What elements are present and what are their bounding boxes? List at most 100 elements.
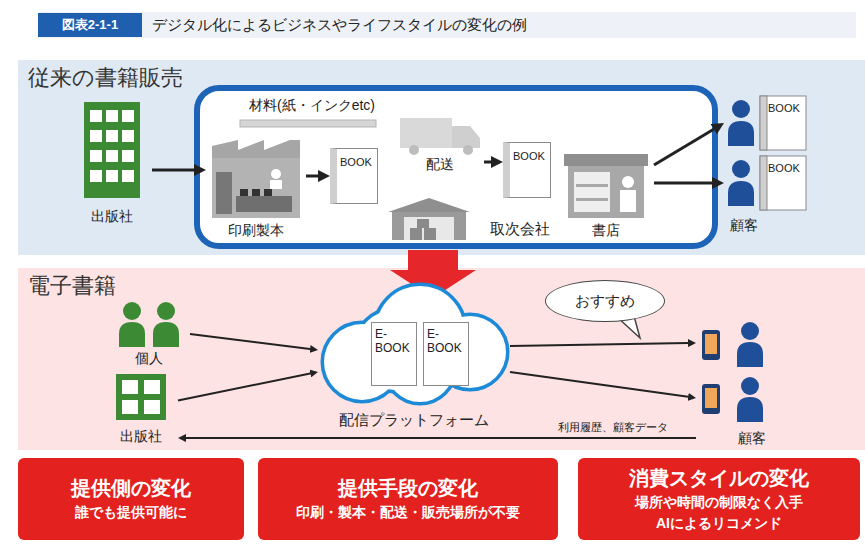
bookstore-icon bbox=[564, 154, 648, 218]
publisher-building bbox=[122, 170, 134, 182]
publisher-building bbox=[144, 400, 160, 414]
section-band: 電子書籍個人出版社配信プラットフォームE- BOOKE- BOOKおすすめ顧客 bbox=[18, 268, 865, 450]
section-band: 従来の書籍販売出版社材料(紙・インクetc)印刷製本BOOK配送BOOK取次会社… bbox=[18, 60, 865, 255]
smartphone-icon bbox=[702, 384, 720, 414]
publisher-building bbox=[122, 130, 134, 142]
truck-icon bbox=[400, 118, 452, 148]
material-node: 材料(紙・インクetc) bbox=[232, 96, 392, 128]
icon-label-node: 出版社 bbox=[72, 98, 152, 226]
customer-figure bbox=[741, 322, 759, 340]
process-frame bbox=[197, 88, 715, 246]
factory-icon bbox=[212, 140, 300, 160]
flow-arrow bbox=[306, 175, 318, 178]
node-label: 取次会社 bbox=[490, 220, 550, 239]
title-strip bbox=[38, 12, 856, 38]
connector-label: 利用履歴、顧客データ bbox=[556, 420, 670, 435]
publisher-building bbox=[106, 130, 118, 142]
node-label: BOOK bbox=[768, 102, 800, 116]
bookstore-icon bbox=[564, 154, 648, 166]
publisher-building bbox=[122, 380, 138, 394]
publisher-building bbox=[116, 374, 166, 420]
individual-figure bbox=[119, 302, 179, 347]
figure-number: 図表2-1-1 bbox=[38, 13, 142, 37]
bookstore-icon bbox=[576, 198, 608, 201]
flow-arrow bbox=[152, 169, 194, 172]
node-label: 出版社 bbox=[91, 208, 133, 226]
speech-bubble: おすすめ bbox=[545, 280, 665, 322]
process-frame bbox=[197, 88, 715, 246]
node-label: BOOK bbox=[340, 156, 372, 170]
cloud-platform: 配信プラットフォームE- BOOKE- BOOK bbox=[318, 282, 510, 430]
publisher-building bbox=[90, 110, 102, 122]
individual-figure bbox=[153, 322, 179, 347]
customer-figure bbox=[741, 377, 759, 395]
warehouse-icon bbox=[404, 217, 454, 240]
node-label: BOOK bbox=[768, 162, 800, 176]
node-label: 書店 bbox=[592, 222, 620, 240]
node-body: AIによるリコメンド bbox=[656, 515, 782, 533]
icon-label-node: 書店 bbox=[558, 150, 654, 240]
connector-group bbox=[152, 129, 714, 438]
flow-arrow bbox=[510, 343, 688, 346]
publisher-building bbox=[122, 400, 138, 414]
warehouse-icon bbox=[388, 198, 470, 212]
truck-icon bbox=[400, 118, 480, 155]
publisher-building bbox=[90, 170, 102, 182]
book-icon bbox=[760, 156, 806, 210]
book-box: BOOK bbox=[330, 148, 378, 204]
figure-title: デジタル化によるビジネスやライフスタイルの変化の例 bbox=[152, 14, 527, 36]
customer-group: 顧客BOOKBOOK bbox=[720, 92, 812, 234]
cloud-shape bbox=[324, 286, 506, 402]
material-bar bbox=[240, 120, 376, 127]
node-label: 提供側の変化 bbox=[71, 476, 191, 501]
truck-icon bbox=[409, 145, 419, 155]
warehouse-icon bbox=[392, 212, 466, 240]
publisher-building bbox=[116, 374, 166, 420]
icon-label-node: 出版社 bbox=[104, 370, 178, 446]
icon-label-node: 個人 bbox=[108, 300, 190, 368]
bookstore-icon bbox=[576, 184, 608, 187]
icon-label-node: 取次会社 bbox=[384, 194, 552, 240]
node-label: 個人 bbox=[135, 350, 163, 368]
publisher-building bbox=[90, 150, 102, 162]
node-label: 印刷製本 bbox=[228, 222, 284, 240]
publisher-building bbox=[84, 102, 140, 198]
band-ground bbox=[18, 60, 865, 450]
factory-icon bbox=[240, 189, 248, 196]
bookstore-icon bbox=[620, 190, 636, 212]
flow-arrow bbox=[510, 372, 688, 397]
node-body: 印刷・製本・配送・販売場所が不要 bbox=[296, 504, 520, 522]
node-label: 提供手段の変化 bbox=[338, 476, 478, 501]
summary-box: 消費スタイルの変化場所や時間の制限なく入手AIによるリコメンド bbox=[578, 458, 860, 540]
node-label: おすすめ bbox=[575, 292, 635, 311]
smartphone-icon bbox=[702, 330, 720, 360]
smartphone-icon bbox=[702, 330, 720, 414]
customer-figure bbox=[728, 181, 754, 206]
customer-figure bbox=[728, 100, 754, 206]
node-body: 誰でも提供可能に bbox=[75, 504, 187, 522]
customer-node: 顧客 bbox=[696, 318, 772, 448]
warehouse-icon bbox=[417, 219, 429, 228]
publisher-building bbox=[84, 102, 140, 198]
book-icon bbox=[760, 96, 806, 210]
node-label: 材料(紙・インクetc) bbox=[249, 97, 375, 115]
flow-arrow bbox=[190, 334, 310, 349]
band-ground bbox=[18, 268, 865, 450]
node-label: 配信プラットフォーム bbox=[339, 411, 489, 430]
individual-figure bbox=[119, 322, 145, 347]
factory-icon bbox=[271, 169, 281, 179]
factory-icon bbox=[264, 189, 272, 196]
publisher-building bbox=[90, 130, 102, 142]
publisher-building bbox=[106, 110, 118, 122]
smartphone-icon bbox=[705, 334, 717, 354]
flow-arrow bbox=[178, 374, 310, 401]
factory-icon bbox=[212, 158, 300, 218]
publisher-building bbox=[122, 110, 134, 122]
individual-figure bbox=[123, 302, 141, 320]
customer-figure bbox=[732, 100, 750, 118]
customer-figure bbox=[737, 397, 763, 422]
customer-node: BOOK bbox=[724, 94, 808, 152]
factory-icon bbox=[236, 196, 292, 212]
factory-icon bbox=[252, 189, 260, 196]
